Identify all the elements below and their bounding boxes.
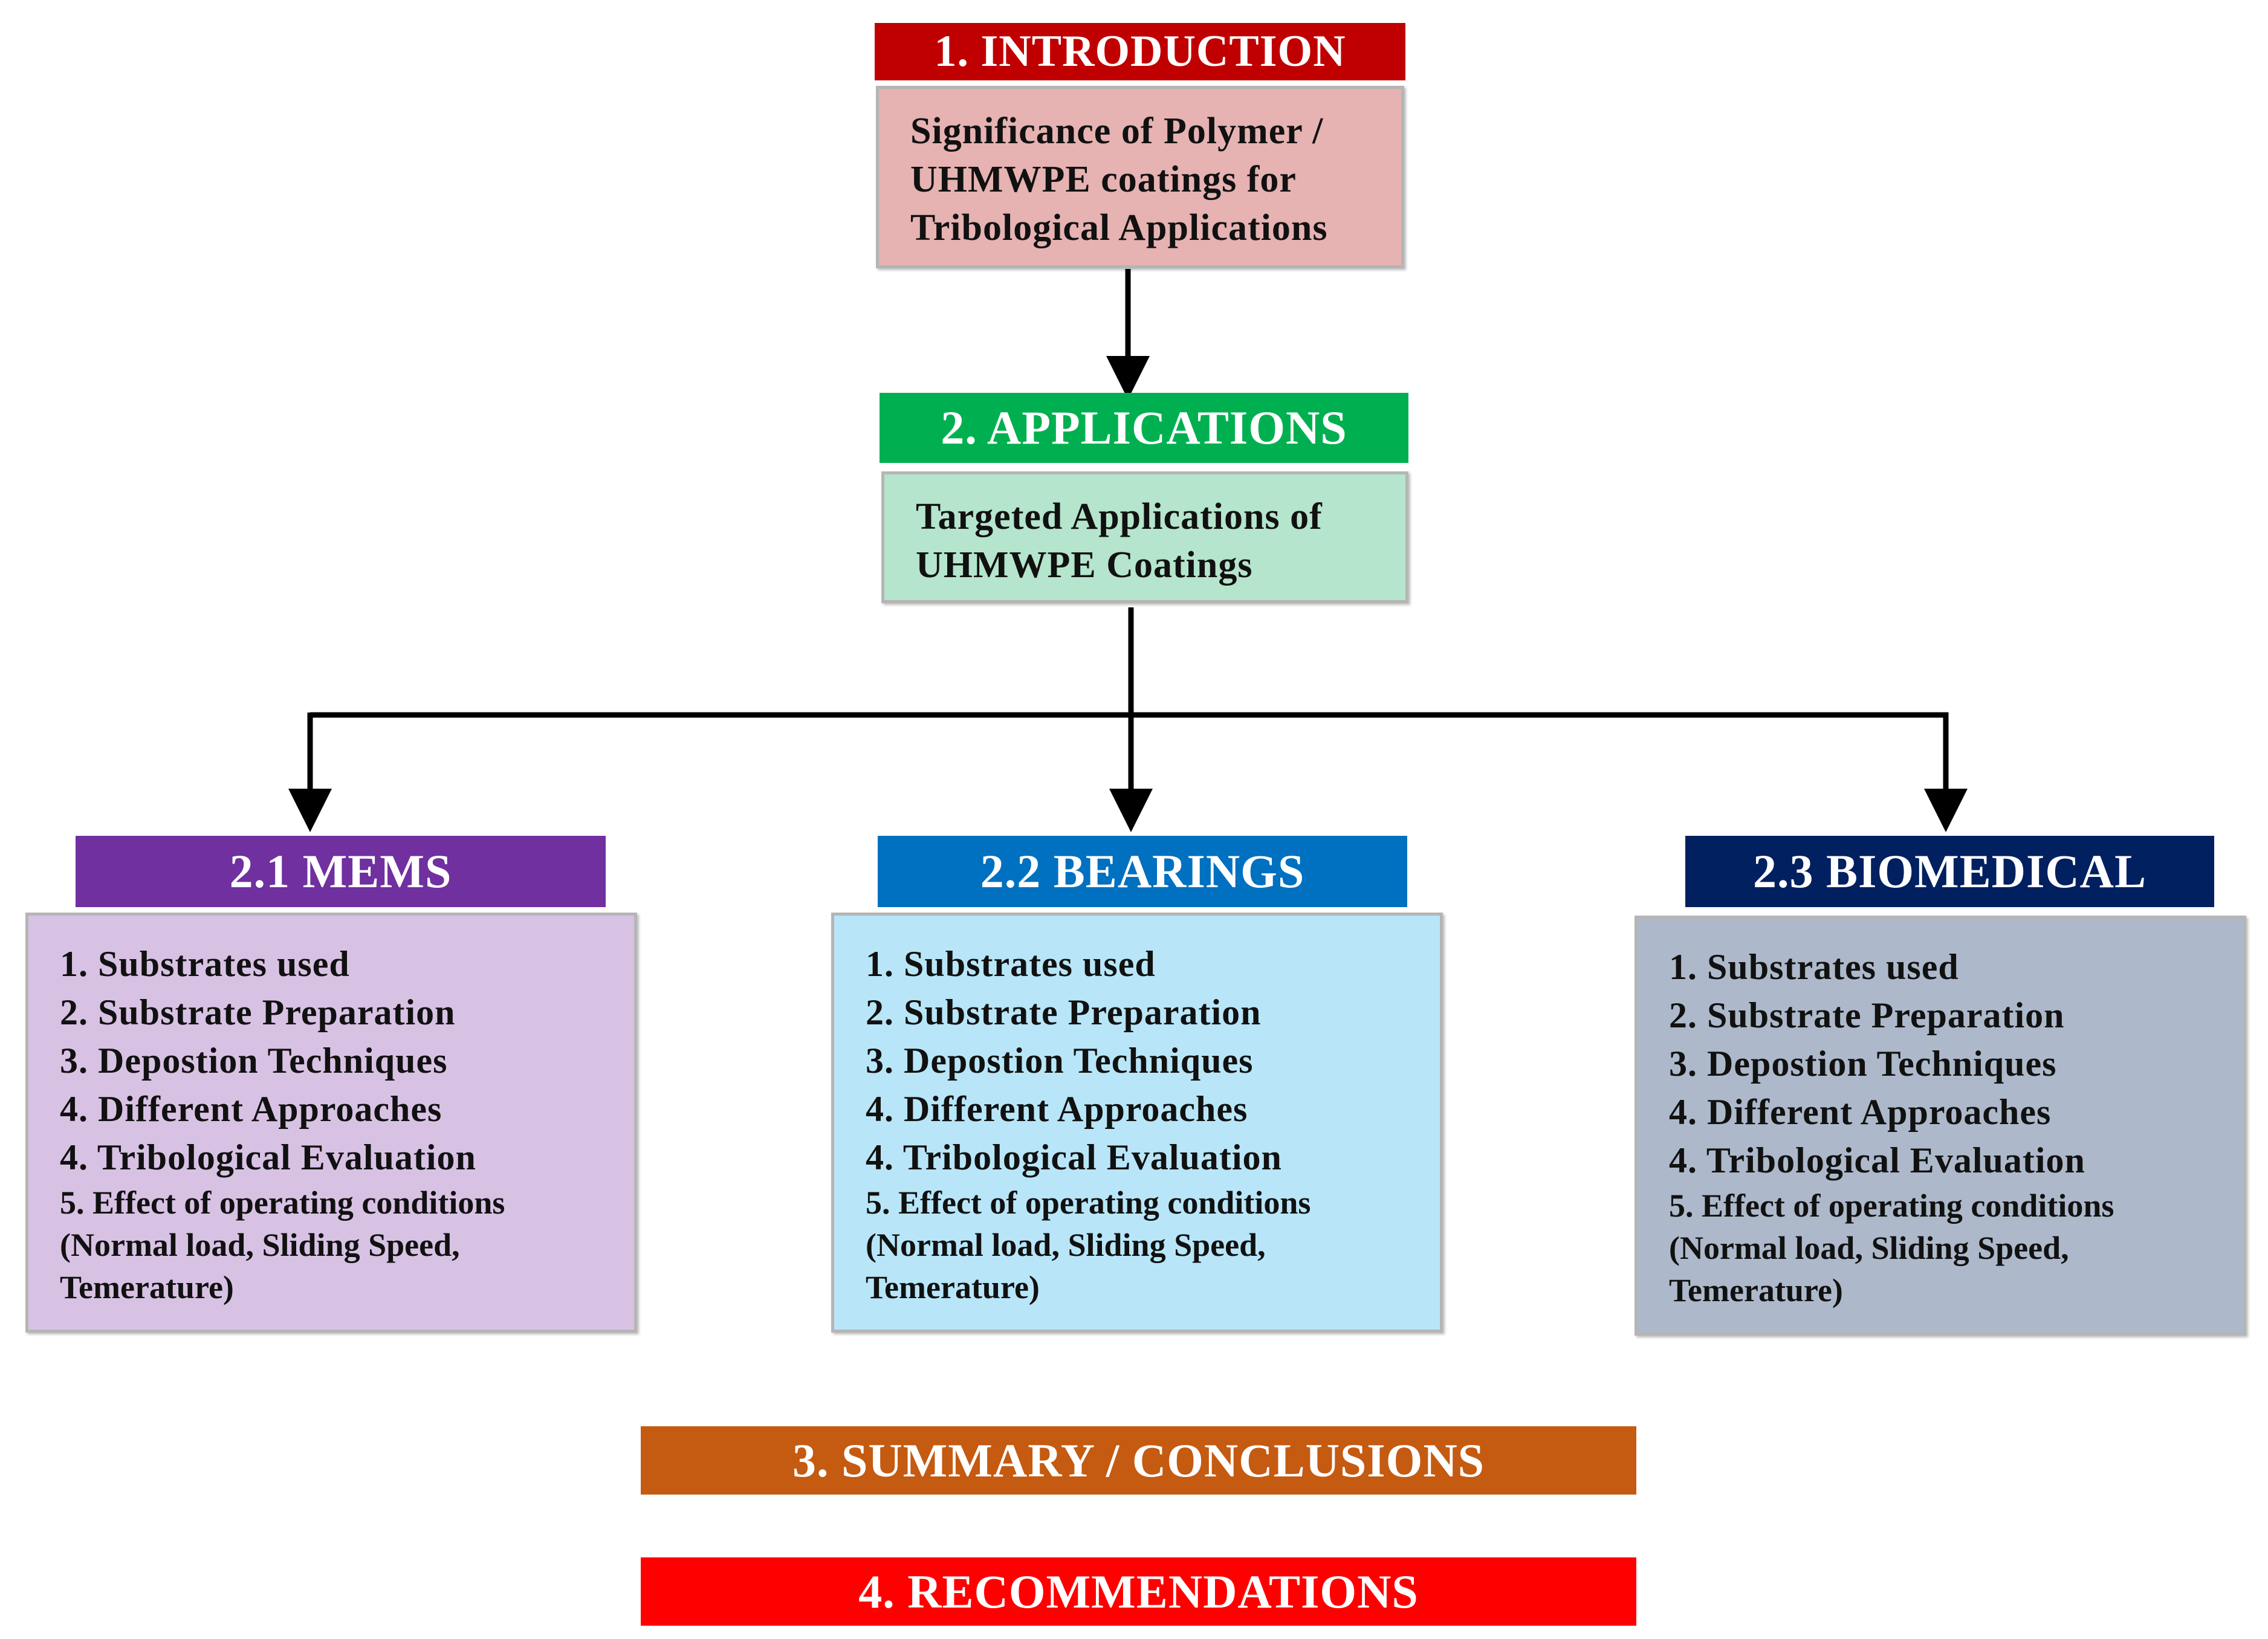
applications-header: 2. APPLICATIONS (880, 393, 1408, 463)
list-item: 4. Tribological Evaluation (866, 1137, 1282, 1177)
applications-box: Targeted Applications of UHMWPE Coatings (881, 471, 1408, 603)
list-item: 1. Substrates used (60, 944, 350, 984)
biomedical-header: 2.3 BIOMEDICAL (1685, 836, 2214, 907)
list-item: Temerature) (866, 1269, 1040, 1305)
list-item: 2. Substrate Preparation (866, 992, 1262, 1032)
list-item: 4. Different Approaches (1669, 1092, 2052, 1132)
list-item: 5. Effect of operating conditions (1669, 1188, 2114, 1224)
list-item: 2. Substrate Preparation (60, 992, 456, 1032)
mems-header: 2.1 MEMS (76, 836, 606, 907)
bearings-title: 2.2 BEARINGS (980, 845, 1305, 897)
recommendations-header: 4. RECOMMENDATIONS (641, 1557, 1636, 1626)
biomedical-title: 2.3 BIOMEDICAL (1752, 845, 2147, 897)
list-item: 3. Depostion Techniques (1669, 1044, 2057, 1084)
list-item: 2. Substrate Preparation (1669, 995, 2065, 1035)
bearings-header: 2.2 BEARINGS (878, 836, 1407, 907)
list-item: 1. Substrates used (1669, 947, 1959, 987)
introduction-box: Significance of Polymer / UHMWPE coating… (876, 86, 1404, 268)
list-item: 5. Effect of operating conditions (866, 1185, 1311, 1221)
introduction-header: 1. INTRODUCTION (875, 23, 1405, 80)
list-item: 4. Tribological Evaluation (60, 1137, 476, 1177)
list-item: Temerature) (60, 1269, 234, 1305)
list-item: Temerature) (1669, 1272, 1843, 1308)
summary-title: 3. SUMMARY / CONCLUSIONS (792, 1434, 1485, 1487)
list-item: 3. Depostion Techniques (60, 1041, 448, 1081)
list-item: (Normal load, Sliding Speed, (1669, 1230, 2069, 1266)
summary-header: 3. SUMMARY / CONCLUSIONS (641, 1426, 1636, 1495)
applications-title: 2. APPLICATIONS (941, 401, 1347, 454)
list-item: 4. Tribological Evaluation (1669, 1140, 2085, 1180)
list-item: 5. Effect of operating conditions (60, 1185, 505, 1221)
mems-list: 1. Substrates used 2. Substrate Preparat… (60, 940, 505, 1308)
mems-title: 2.1 MEMS (229, 845, 452, 897)
list-item: 4. Different Approaches (866, 1089, 1248, 1129)
list-item: 4. Different Approaches (60, 1089, 442, 1129)
applications-description: Targeted Applications of UHMWPE Coatings (916, 496, 1323, 586)
introduction-description: Significance of Polymer / UHMWPE coating… (910, 111, 1328, 248)
biomedical-box: 1. Substrates used 2. Substrate Preparat… (1635, 916, 2246, 1336)
list-item: 1. Substrates used (866, 944, 1156, 984)
recommendations-title: 4. RECOMMENDATIONS (858, 1565, 1419, 1618)
list-item: (Normal load, Sliding Speed, (866, 1227, 1266, 1263)
bearings-box: 1. Substrates used 2. Substrate Preparat… (831, 913, 1443, 1333)
list-item: 3. Depostion Techniques (866, 1041, 1254, 1081)
mems-box: 1. Substrates used 2. Substrate Preparat… (25, 913, 637, 1333)
list-item: (Normal load, Sliding Speed, (60, 1227, 460, 1263)
bearings-list: 1. Substrates used 2. Substrate Preparat… (866, 940, 1311, 1308)
biomedical-list: 1. Substrates used 2. Substrate Preparat… (1669, 943, 2114, 1311)
introduction-title: 1. INTRODUCTION (934, 27, 1346, 76)
